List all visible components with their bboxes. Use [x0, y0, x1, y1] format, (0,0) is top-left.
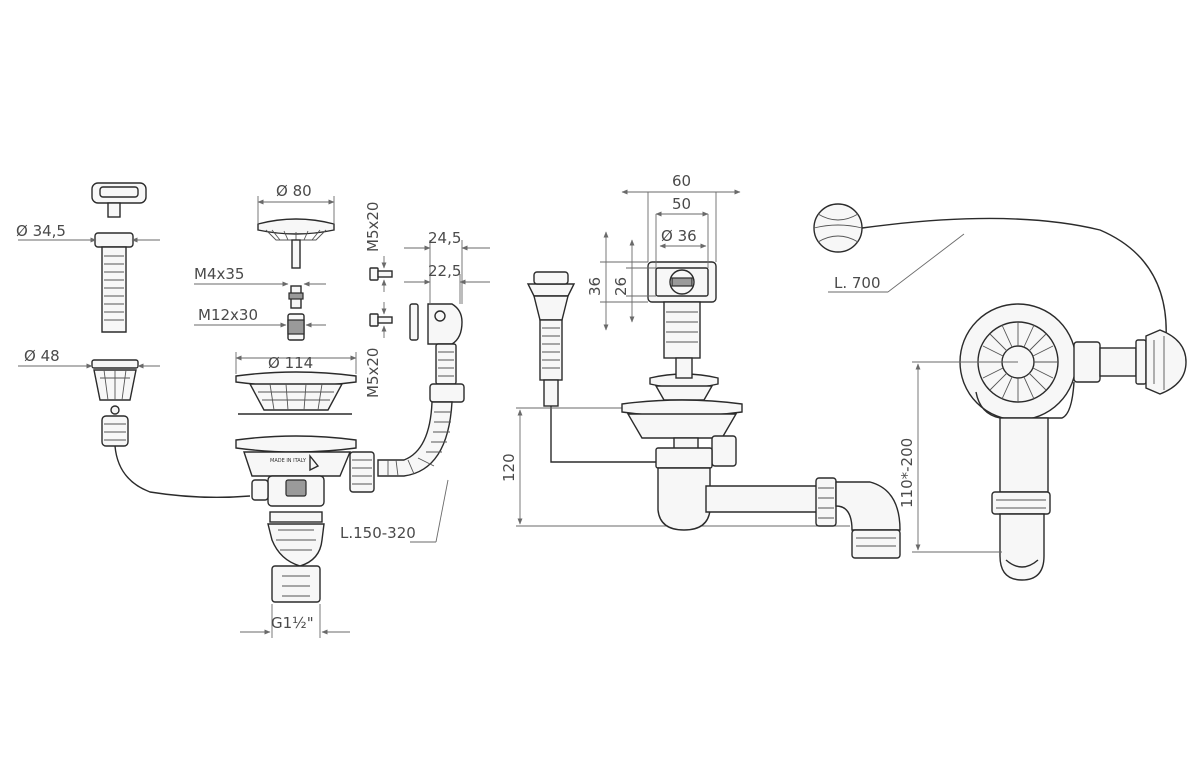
dim-label-m4x35: M4x35 [194, 265, 244, 283]
dim-label-d80: Ø 80 [276, 182, 312, 200]
overflow-head [409, 303, 465, 403]
dim-d80: Ø 80 [257, 182, 335, 224]
dim-d48: Ø 48 [18, 347, 160, 369]
dim-l150-320: L.150-320 [340, 479, 449, 543]
dim-label-24-5: 24,5 [428, 229, 461, 247]
dim-label-d114: Ø 114 [268, 354, 313, 372]
dim-label-m12x30: M12x30 [198, 306, 258, 324]
side-waste-body [621, 357, 901, 559]
dim-label-60: 60 [672, 172, 691, 190]
dim-label-120: 120 [500, 453, 518, 482]
dim-g1-5: G1½" [240, 604, 350, 638]
nut-m12x30: M12x30 [194, 306, 326, 341]
bolt-m4x35: M4x35 [194, 265, 326, 309]
dim-label-36: 36 [586, 277, 604, 296]
dim-22-5: 22,5 [404, 262, 490, 304]
dim-label-l150-320: L.150-320 [340, 524, 416, 542]
dim-label-26: 26 [612, 277, 630, 296]
stamp-made-in-italy: MADE IN ITALY [270, 458, 307, 464]
waste-body: MADE IN ITALY [235, 435, 375, 603]
overflow-rosette [647, 261, 717, 359]
push-rod-assembly [91, 182, 251, 499]
dim-label-d36: Ø 36 [661, 227, 697, 245]
bowden-cable [861, 217, 1167, 341]
dim-d34-5: Ø 34,5 [16, 222, 160, 243]
dim-26: 26 [612, 239, 656, 323]
flexible-hose [377, 401, 453, 477]
dim-60: 60 [621, 172, 741, 262]
dim-label-110-200: 110*-200 [898, 438, 916, 508]
dim-label-l700: L. 700 [834, 274, 881, 292]
dim-label-m5x20-top: M5x20 [364, 202, 382, 252]
strainer-basket [235, 371, 357, 415]
dim-l700: L. 700 [828, 233, 965, 293]
dim-label-m5x20-bottom: M5x20 [364, 348, 382, 398]
strainer-plug [257, 218, 335, 269]
dim-label-d48: Ø 48 [24, 347, 60, 365]
push-knob-side [526, 271, 656, 463]
dim-24-5: 24,5 [404, 229, 490, 304]
screw-m5x20-top: M5x20 [364, 202, 393, 292]
dim-d114: Ø 114 [235, 352, 357, 374]
ball-knob [813, 203, 863, 253]
rotary-waste-topview [959, 303, 1187, 581]
dim-label-g1-5: G1½" [271, 614, 314, 632]
dim-label-d34-5: Ø 34,5 [16, 222, 66, 240]
dim-50: 50 [655, 195, 709, 268]
screw-m5x20-bottom: M5x20 [364, 302, 393, 398]
dim-d36: Ø 36 [659, 227, 707, 249]
dim-110-200: 110*-200 [898, 361, 1018, 553]
dim-label-50: 50 [672, 195, 691, 213]
dim-label-22-5: 22,5 [428, 262, 461, 280]
dim-36: 36 [586, 231, 648, 331]
